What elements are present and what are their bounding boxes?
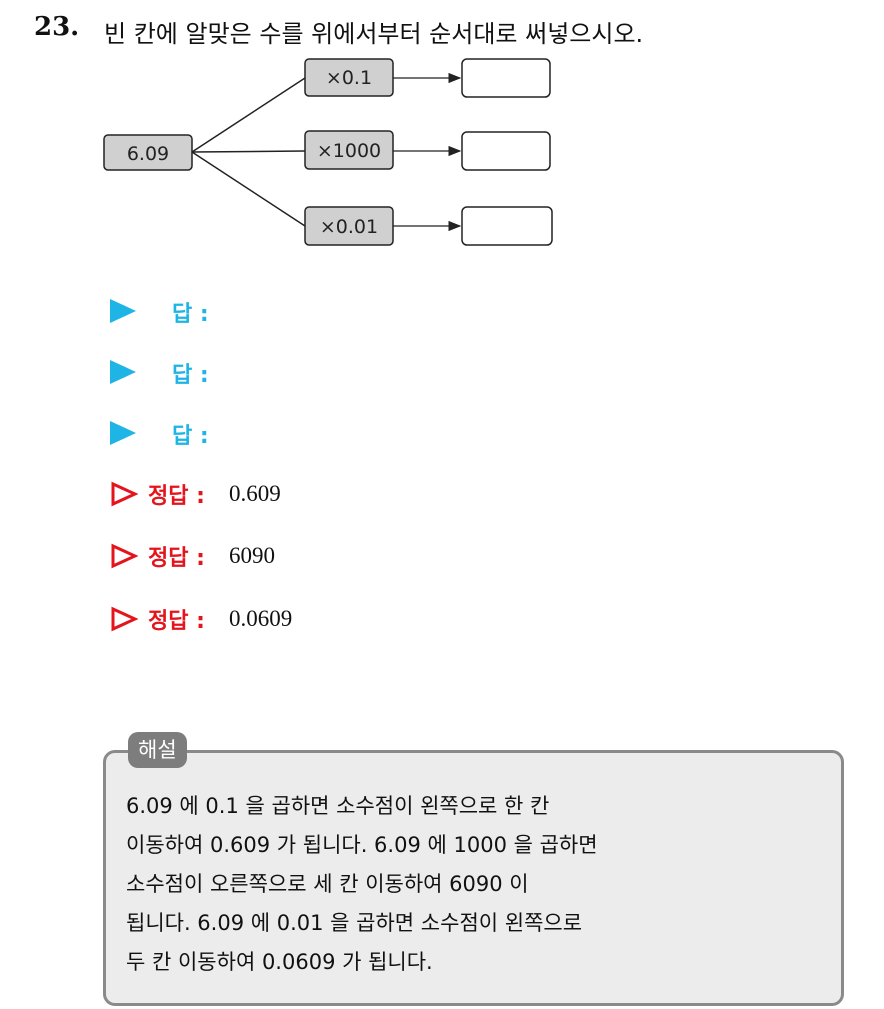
explanation-line: 6.09 에 0.1 을 곱하면 소수점이 왼쪽으로 한 칸 (126, 794, 550, 818)
correct-answer-label: 정답 : (148, 484, 205, 509)
operation-label-1: ×0.1 (326, 67, 372, 89)
explanation-line: 소수점이 오른쪽으로 세 칸 이동하여 6090 이 (126, 872, 529, 896)
correct-answer-value: 0.0609 (228, 606, 293, 631)
outline-triangle-icon (111, 606, 138, 632)
correct-answer-row-2: 정답 : 6090 (110, 539, 275, 573)
explanation-line: 두 칸 이동하여 0.0609 가 됩니다. (126, 950, 433, 974)
diagram: 6.09 ×0.1 ×1000 ×0.01 (103, 58, 553, 246)
answer-triangle-icon (110, 360, 136, 384)
correct-answer-label: 정답 : (148, 546, 205, 571)
explanation-line: 됩니다. 6.09 에 0.01 을 곱하면 소수점이 왼쪽으로 (126, 911, 583, 935)
correct-answer-label: 정답 : (148, 609, 205, 634)
operation-label-3: ×0.01 (320, 216, 378, 238)
answer-triangle-icon (110, 421, 136, 445)
correct-answer-value: 6090 (228, 543, 275, 568)
blank-box-3[interactable] (461, 206, 553, 246)
question-number: 23. (34, 12, 80, 42)
answer-label: 답 : (172, 363, 209, 388)
answer-row-1[interactable]: 답 : (110, 296, 209, 327)
question-text: 빈 칸에 알맞은 수를 위에서부터 순서대로 써넣으시오. (104, 20, 644, 48)
outline-triangle-icon (111, 543, 138, 569)
start-value: 6.09 (127, 143, 169, 165)
blank-box-1[interactable] (461, 58, 551, 98)
explanation-line: 이동하여 0.609 가 됩니다. 6.09 에 1000 을 곱하면 (126, 833, 598, 857)
operation-box-1: ×0.1 (304, 58, 394, 97)
operation-label-2: ×1000 (317, 140, 381, 162)
answer-triangle-icon (110, 299, 136, 323)
explanation-box (103, 750, 844, 1006)
explanation-text: 6.09 에 0.1 을 곱하면 소수점이 왼쪽으로 한 칸 이동하여 0.60… (126, 787, 826, 982)
branch-line-bottom (191, 151, 306, 227)
correct-answer-row-1: 정답 : 0.609 (110, 477, 281, 511)
branch-line-middle (191, 150, 306, 153)
answer-row-2[interactable]: 답 : (110, 357, 209, 388)
branch-line-top (191, 77, 306, 153)
correct-answer-value: 0.609 (228, 481, 281, 506)
outline-triangle-icon (111, 481, 138, 507)
correct-answer-row-3: 정답 : 0.0609 (110, 602, 292, 636)
answer-label: 답 : (172, 302, 209, 327)
start-box: 6.09 (103, 134, 193, 171)
explanation-tag: 해설 (128, 732, 187, 768)
operation-box-3: ×0.01 (304, 206, 394, 246)
operation-box-2: ×1000 (304, 130, 394, 170)
blank-box-2[interactable] (461, 131, 551, 171)
answer-label: 답 : (172, 424, 209, 449)
answer-row-3[interactable]: 답 : (110, 418, 209, 449)
